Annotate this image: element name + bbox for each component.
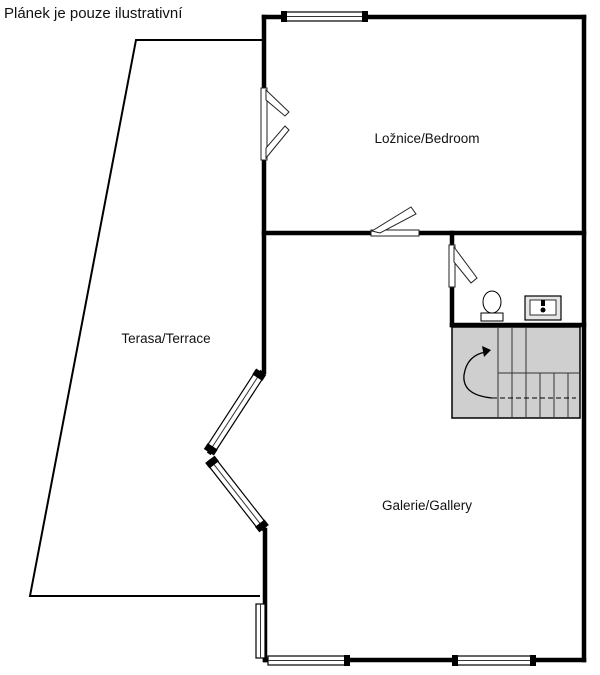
bathroom-fixtures [480, 290, 562, 322]
window-bottom-left [267, 655, 350, 666]
window-left-lower [255, 603, 266, 659]
toilet-icon [480, 290, 504, 322]
staircase [451, 326, 581, 419]
disclaimer-text: Plánek je pouze ilustrativní [4, 5, 183, 22]
window-top [281, 11, 368, 22]
room-label-bedroom: Ložnice/Bedroom [374, 131, 479, 146]
sink-icon [524, 295, 562, 321]
door-terrace [260, 87, 290, 161]
doors [260, 87, 478, 288]
window-bay-upper [203, 368, 267, 456]
window-bay-lower [205, 455, 269, 533]
terrace-outline [28, 39, 264, 597]
door-bedroom [370, 206, 420, 237]
room-label-gallery: Galerie/Gallery [382, 498, 472, 513]
stair-direction-arrow-icon [463, 351, 493, 399]
window-bottom-right [452, 655, 536, 666]
windows [203, 11, 536, 666]
room-label-terrace: Terasa/Terrace [121, 331, 210, 346]
door-bathroom [448, 244, 478, 288]
